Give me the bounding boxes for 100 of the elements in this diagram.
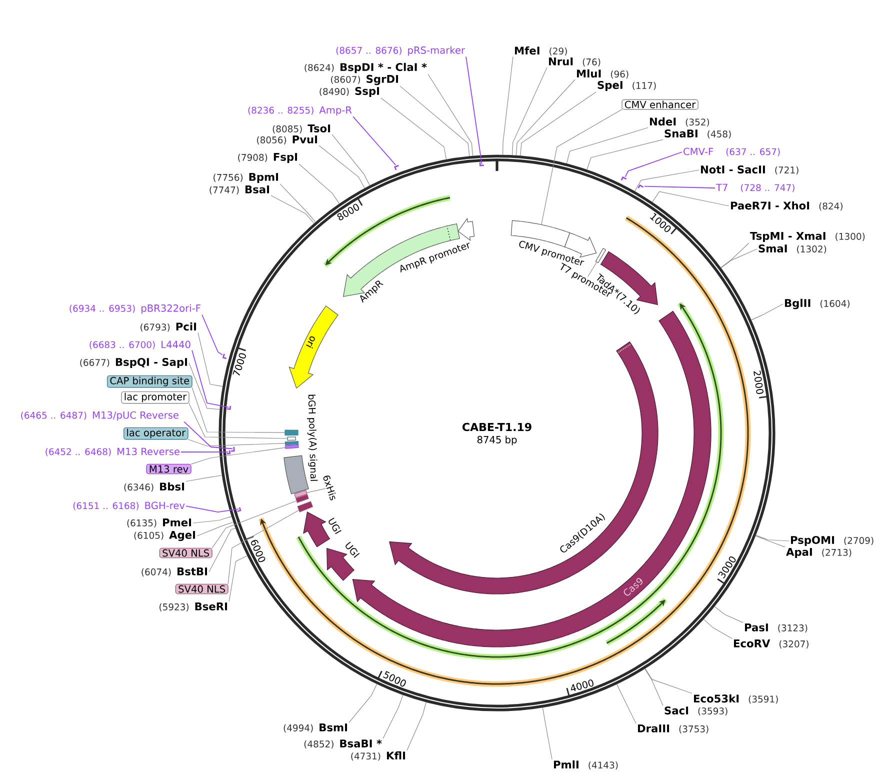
tick-label: 7000 <box>232 353 246 376</box>
leader-line <box>298 164 340 204</box>
leader-line <box>280 184 316 222</box>
site-label: (8624) BspDI * - ClaI * <box>304 62 427 74</box>
feature-block <box>284 430 298 436</box>
leader-line <box>624 152 682 178</box>
feature-tag: lac promoter <box>121 391 190 404</box>
site-label: DraIII (3753) <box>638 724 708 734</box>
feature-block <box>284 441 299 446</box>
leader-line <box>714 606 744 623</box>
primer-mark <box>226 450 230 454</box>
site-label: PspOMI (2709) <box>790 536 874 546</box>
site-label: (6793) PciI <box>140 322 196 332</box>
feature-block <box>295 494 309 503</box>
primer-label: CMV-F (637 .. 657) <box>684 148 780 156</box>
leader-line <box>400 86 470 156</box>
primer-label: (6934 .. 6953) pBR322ori-F <box>70 304 200 314</box>
leader-line <box>755 536 786 548</box>
feature-tag: SV40 NLS <box>175 584 228 594</box>
primer-mark <box>226 406 232 410</box>
site-label: MfeI (29) <box>514 46 567 56</box>
leader-line <box>192 387 286 433</box>
leader-line <box>348 684 378 723</box>
leader-line <box>502 56 514 156</box>
leader-line <box>566 127 648 164</box>
leader-line <box>520 92 596 156</box>
leader-line <box>512 67 548 156</box>
feature-label: ori <box>306 336 315 348</box>
site-label: (6074) BstBI <box>142 568 208 576</box>
leader-line <box>720 248 758 268</box>
leader-line <box>332 134 370 186</box>
site-label: (6346) BbsI <box>124 482 184 492</box>
primer-label: (6452 .. 6468) M13 Reverse <box>46 448 180 456</box>
leader-line <box>634 170 700 192</box>
tick-label: 6000 <box>251 540 266 562</box>
leader-line <box>542 707 552 760</box>
leader-line <box>192 516 232 524</box>
feature-tag: CMV enhancer <box>622 99 698 110</box>
leader-line <box>186 475 222 482</box>
leader-line <box>406 702 426 751</box>
site-label: (8490) SspI <box>320 86 380 98</box>
leader-line <box>352 116 396 166</box>
leader-line <box>382 694 404 739</box>
primer-label: T7 (728 .. 747) <box>716 184 794 192</box>
site-label: NotI - SacII (721) <box>700 165 798 175</box>
site-label: (6105) AgeI <box>134 531 196 542</box>
primer-mark <box>222 354 226 360</box>
primer-label: (6683 .. 6700) L4440 <box>90 340 190 350</box>
site-label: SacI (3593) <box>664 706 728 716</box>
leader-line <box>184 421 233 450</box>
site-label: (5923) BseRI <box>160 602 228 612</box>
feature-label: UGI <box>328 518 342 534</box>
leader-line <box>202 314 223 356</box>
leader-line <box>644 668 692 694</box>
tick-label: 5000 <box>383 671 406 687</box>
leader-line <box>380 98 447 160</box>
site-label: ApaI (2713) <box>786 548 852 558</box>
site-label: (6677) BspQI - SapI <box>80 358 188 368</box>
tick-label: 4000 <box>570 680 594 692</box>
site-label: NdeI (352) <box>650 117 710 127</box>
leader-line <box>228 510 300 584</box>
site-label: SnaBI (458) <box>664 129 731 139</box>
leader-line <box>198 332 223 387</box>
site-label: (4852) BsaBI * <box>304 739 382 749</box>
primer-mark <box>237 507 242 512</box>
primer-label: (6151 .. 6168) BGH-rev <box>73 502 185 510</box>
leader-line <box>212 500 297 548</box>
feature-tag: lac operator <box>123 427 188 440</box>
leader-line <box>428 74 474 156</box>
site-label: PaeR7I - XhoI (824) <box>730 201 842 211</box>
leader-line <box>756 534 790 542</box>
leader-line <box>188 439 286 446</box>
feature-label: 6xHis <box>323 476 336 500</box>
primer-label: (8236 .. 8255) Amp-R <box>248 106 352 116</box>
site-label: BglII (1604) <box>784 298 850 310</box>
leader-line <box>541 109 622 225</box>
site-label: MluI (96) <box>576 69 628 79</box>
primer-mark <box>620 176 627 180</box>
site-label: (7908) FspI <box>238 153 298 163</box>
feature-tag: CAP binding site <box>106 375 192 388</box>
primer-mark <box>479 162 484 166</box>
site-label: (8085) TsoI <box>272 124 330 134</box>
leader-line <box>188 362 220 410</box>
feature-tag: SV40 NLS <box>159 548 212 558</box>
site-label: SpeI (117) <box>598 80 656 92</box>
feature-tag: M13 rev <box>146 464 192 474</box>
primer-mark <box>394 164 399 170</box>
leader-line <box>208 528 236 572</box>
leader-line <box>190 447 286 464</box>
site-label: PmlI (4143) <box>554 760 618 770</box>
leader-line <box>306 488 326 493</box>
site-label: (4994) BsmI <box>284 724 348 732</box>
leader-line <box>720 242 750 268</box>
leader-line <box>751 304 784 320</box>
site-label: (7756) BpmI <box>214 173 278 183</box>
feature-label: bGH poly(A) signal <box>307 394 318 481</box>
leader-line <box>644 186 716 188</box>
site-label: (8607) SgrDI <box>331 74 398 86</box>
feature-block <box>285 444 299 449</box>
site-label: NruI (76) <box>548 58 600 66</box>
